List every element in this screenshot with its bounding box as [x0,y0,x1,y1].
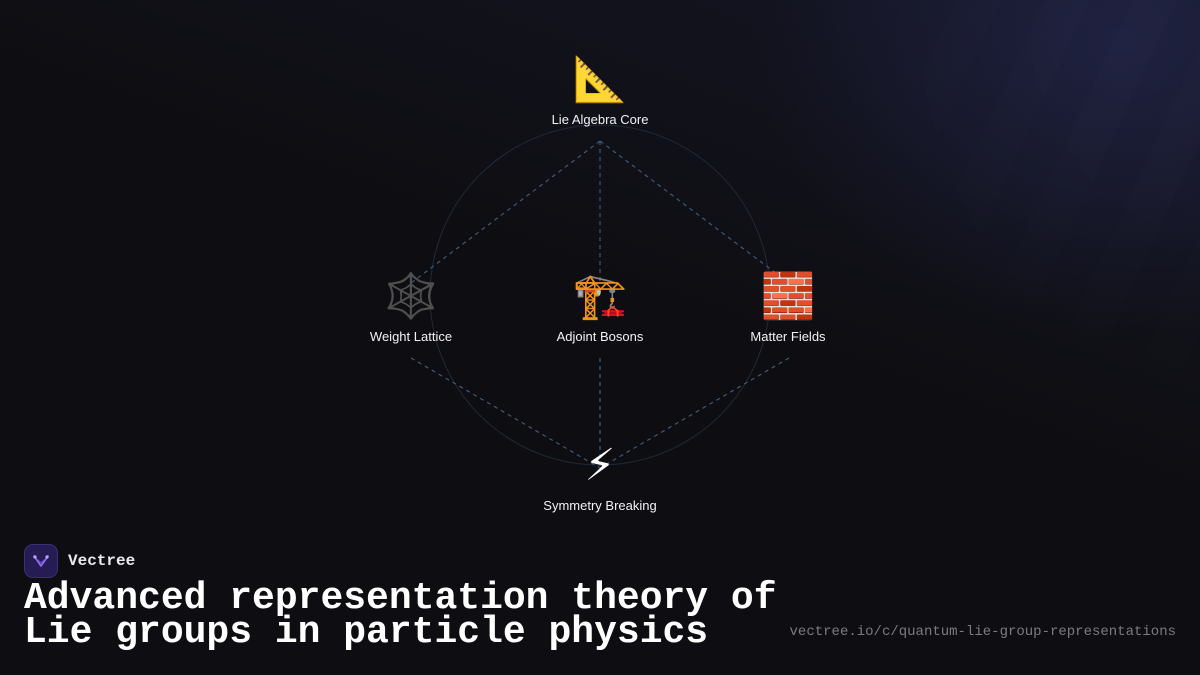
page-title: Advanced representation theory of Lie gr… [24,577,777,654]
triangular-ruler-icon: 📐 [572,54,628,105]
node-adjoint-bosons: 🏗️ Adjoint Bosons [520,271,680,344]
node-label: Lie Algebra Core [551,112,649,127]
node-label: Symmetry Breaking [543,498,657,513]
construction-crane-icon: 🏗️ [572,271,628,322]
spider-web-icon: 🕸️ [383,271,439,322]
lightning-bolt-icon: ⚡ [584,440,616,491]
node-matter-fields: 🧱 Matter Fields [708,271,868,344]
brand-name: Vectree [68,552,136,570]
node-label: Matter Fields [750,329,826,344]
node-symmetry-breaking: ⚡ Symmetry Breaking [520,440,680,513]
edge-core-matter [599,140,790,284]
node-lie-algebra-core: 📐 Lie Algebra Core [520,54,680,127]
course-url[interactable]: vectree.io/c/quantum-lie-group-represent… [789,624,1176,640]
brick-icon: 🧱 [760,271,816,322]
node-weight-lattice: 🕸️ Weight Lattice [331,271,491,344]
brand: Vectree [24,544,135,578]
vectree-logo-icon [24,544,58,578]
node-label: Adjoint Bosons [556,329,644,344]
edge-core-weight [410,140,601,284]
node-label: Weight Lattice [369,329,453,344]
